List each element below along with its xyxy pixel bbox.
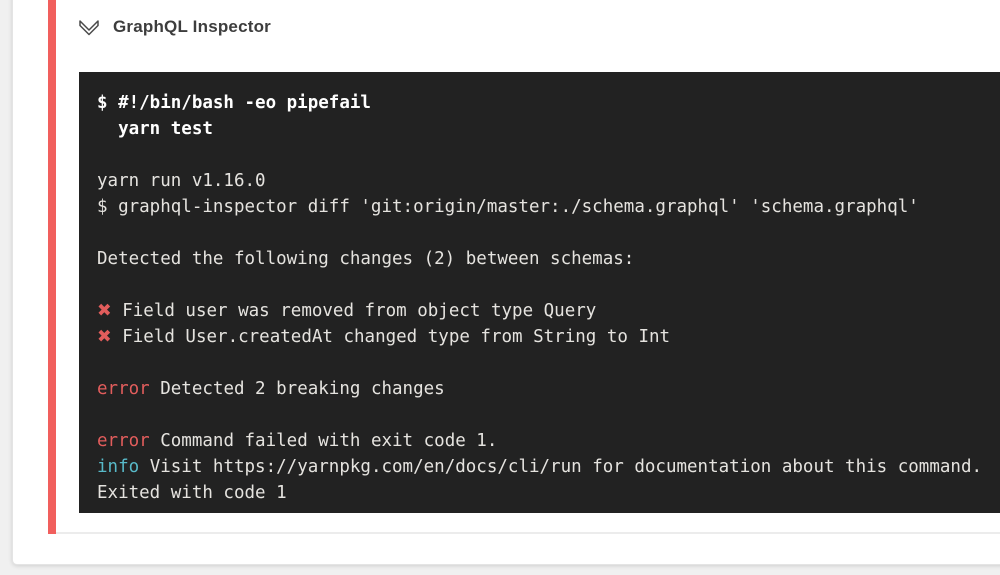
terminal-line: $ #!/bin/bash -eo pipefail — [97, 90, 1000, 116]
terminal-segment: yarn run v1.16.0 — [97, 171, 266, 191]
terminal-line: ✖ Field User.createdAt changed type from… — [97, 324, 1000, 350]
terminal-segment: $ graphql-inspector diff 'git:origin/mas… — [97, 197, 919, 217]
terminal-segment-info: info — [97, 457, 140, 477]
terminal-segment: Detected 2 breaking changes — [149, 379, 445, 399]
terminal-line: yarn run v1.16.0 — [97, 168, 1000, 194]
terminal-line: yarn test — [97, 116, 1000, 142]
terminal-line: $ graphql-inspector diff 'git:origin/mas… — [97, 194, 1000, 220]
terminal-line — [97, 350, 1000, 376]
terminal-segment: Command failed with exit code 1. — [149, 431, 498, 451]
terminal-segment: Field user was removed from object type … — [111, 301, 597, 321]
terminal-segment: Detected the following changes (2) betwe… — [97, 249, 635, 269]
section-divider — [56, 532, 1000, 534]
build-step-card: GraphQL Inspector $ #!/bin/bash -eo pipe… — [12, 0, 1000, 565]
terminal-segment: Field User.createdAt changed type from S… — [111, 327, 671, 347]
failure-accent-bar — [48, 0, 56, 534]
terminal-line: Detected the following changes (2) betwe… — [97, 246, 1000, 272]
collapse-double-chevron-down-icon[interactable] — [77, 15, 101, 39]
terminal-segment: Exited with code 1 — [97, 483, 287, 503]
terminal-line: error Detected 2 breaking changes — [97, 376, 1000, 402]
terminal-line — [97, 142, 1000, 168]
terminal-line — [97, 220, 1000, 246]
terminal-line: ✖ Field user was removed from object typ… — [97, 298, 1000, 324]
terminal-line — [97, 272, 1000, 298]
terminal-segment-cross: ✖ — [97, 327, 112, 347]
terminal-line: info Visit https://yarnpkg.com/en/docs/c… — [97, 454, 1000, 480]
terminal-segment-bold: yarn test — [97, 119, 213, 139]
terminal-segment-bold: $ #!/bin/bash -eo pipefail — [97, 93, 371, 113]
terminal-line — [97, 402, 1000, 428]
terminal-segment-error: error — [97, 431, 150, 451]
step-header[interactable]: GraphQL Inspector — [77, 14, 271, 40]
terminal-line: error Command failed with exit code 1. — [97, 428, 1000, 454]
terminal-segment: Visit https://yarnpkg.com/en/docs/cli/ru… — [139, 457, 983, 477]
step-title: GraphQL Inspector — [113, 17, 272, 36]
terminal-output: $ #!/bin/bash -eo pipefail yarn test yarn… — [79, 72, 1000, 513]
terminal-segment-error: error — [97, 379, 150, 399]
terminal-line: Exited with code 1 — [97, 480, 1000, 506]
terminal-segment-cross: ✖ — [97, 301, 112, 321]
